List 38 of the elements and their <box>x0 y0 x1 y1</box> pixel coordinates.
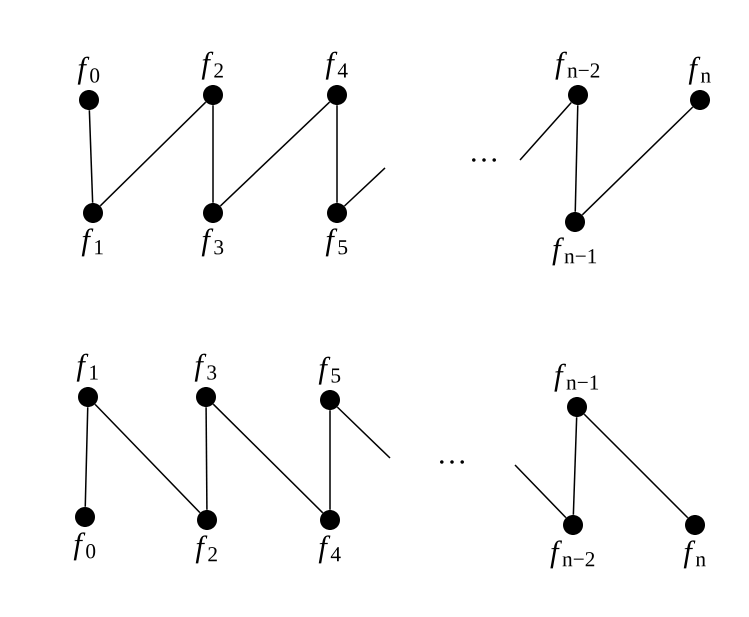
line <box>514 464 566 518</box>
line <box>100 102 206 206</box>
node-label: f$_{n−2}$ <box>555 52 600 80</box>
node-label: f$_{5}$ <box>318 356 340 385</box>
node-label: f$_{4}$ <box>318 535 341 564</box>
node-label: f$_{3}$ <box>202 228 224 256</box>
line <box>88 110 94 203</box>
line <box>344 167 386 207</box>
line <box>94 404 200 514</box>
node-label: f$_{n}$ <box>688 56 711 85</box>
line <box>212 105 214 203</box>
node-label: f$_{4}$ <box>326 52 348 80</box>
ellipsis: … <box>472 158 496 162</box>
line <box>582 106 694 216</box>
node-label: f$_{2}$ <box>196 535 217 564</box>
line <box>336 406 391 459</box>
ellipsis: … <box>440 460 464 464</box>
node-label: f$_{1}$ <box>76 354 98 382</box>
node-label: f$_{2}$ <box>202 52 223 80</box>
line <box>584 414 688 518</box>
line <box>212 404 324 514</box>
node-label: f$_{n−1}$ <box>552 237 596 266</box>
line <box>329 410 331 510</box>
line <box>220 102 330 206</box>
line <box>519 102 572 160</box>
node-label: f$_{n}$ <box>684 540 706 568</box>
line <box>205 407 208 510</box>
line <box>84 407 88 507</box>
node-label: f$_{0}$ <box>74 532 96 560</box>
line <box>574 105 579 212</box>
node-label: f$_{n−1}$ <box>554 364 598 392</box>
node-label: f$_{0}$ <box>78 56 100 85</box>
node-label: f$_{3}$ <box>194 354 216 382</box>
node-label: f$_{1}$ <box>82 228 103 256</box>
node-label: f$_{n−2}$ <box>550 540 594 568</box>
line <box>336 105 338 203</box>
node-label: f$_{5}$ <box>326 228 348 256</box>
line <box>572 417 578 515</box>
